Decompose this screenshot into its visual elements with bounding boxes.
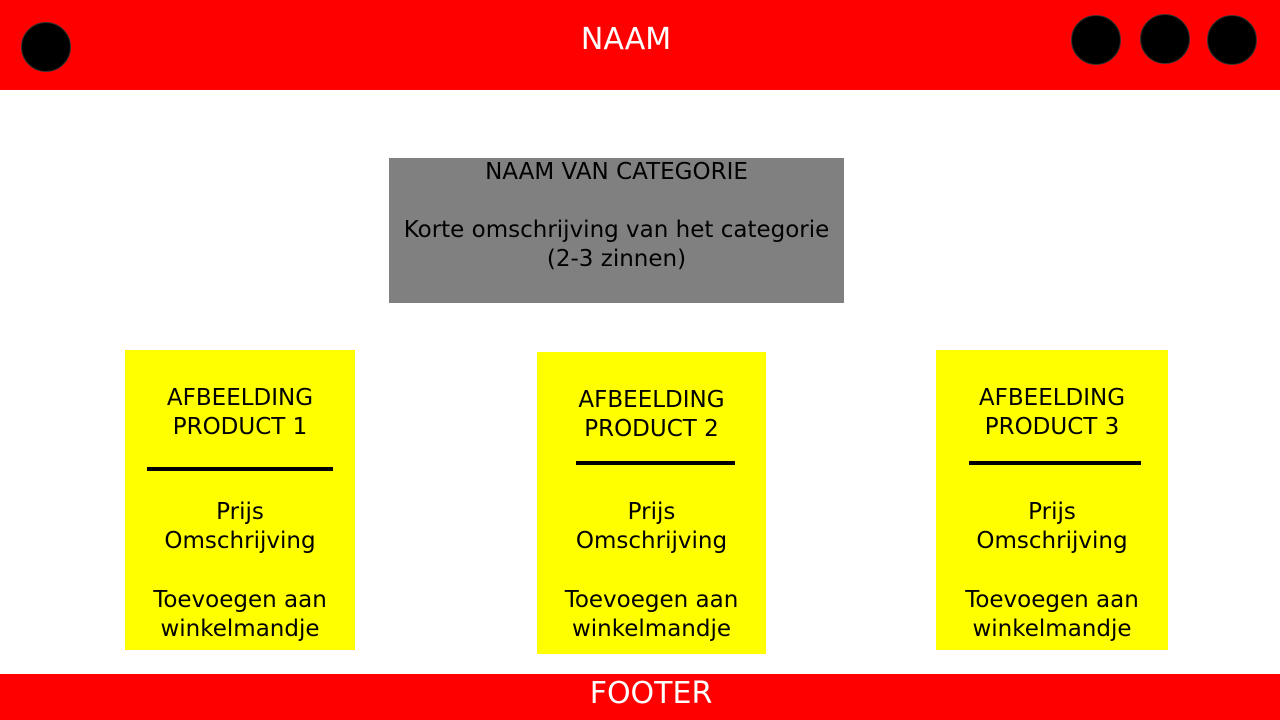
header-action-1-icon[interactable]: [1071, 15, 1121, 65]
product-description: Omschrijving: [575, 528, 728, 554]
product-description: Omschrijving: [164, 528, 316, 554]
footer: FOOTER: [0, 674, 1280, 720]
product-image-label-line1: AFBEELDING: [166, 385, 314, 411]
product-image-placeholder[interactable]: AFBEELDING PRODUCT 3: [936, 384, 1168, 442]
product-image-label-line2: PRODUCT 3: [984, 414, 1120, 440]
product-image-label-line1: AFBEELDING: [978, 385, 1126, 411]
category-description-line2: (2-3 zinnen): [546, 246, 687, 272]
product-image-label-line1: AFBEELDING: [578, 387, 725, 413]
product-image-label-line2: PRODUCT 1: [172, 414, 308, 440]
add-to-cart-label-line1: Toevoegen aan: [965, 587, 1139, 613]
product-price: Prijs: [627, 499, 676, 525]
add-to-cart-label-line2: winkelmandje: [571, 616, 732, 642]
header-action-3-icon[interactable]: [1207, 15, 1257, 65]
category-description: Korte omschrijving van het categorie (2-…: [389, 216, 844, 274]
header-action-2-icon[interactable]: [1140, 14, 1190, 64]
product-info: Prijs Omschrijving: [936, 498, 1168, 556]
product-card-3[interactable]: AFBEELDING PRODUCT 3 Prijs Omschrijving …: [936, 350, 1168, 650]
product-description: Omschrijving: [976, 528, 1128, 554]
category-description-line1: Korte omschrijving van het categorie: [403, 217, 830, 243]
product-image-label-line2: PRODUCT 2: [584, 416, 719, 442]
product-image-placeholder[interactable]: AFBEELDING PRODUCT 1: [125, 384, 355, 442]
add-to-cart-label-line2: winkelmandje: [972, 616, 1132, 642]
product-info: Prijs Omschrijving: [125, 498, 355, 556]
menu-circle-icon[interactable]: [21, 22, 71, 72]
add-to-cart-button[interactable]: Toevoegen aan winkelmandje: [936, 586, 1168, 644]
product-image-placeholder[interactable]: AFBEELDING PRODUCT 2: [537, 386, 766, 444]
footer-text: FOOTER: [589, 676, 713, 711]
product-price: Prijs: [1028, 499, 1076, 525]
card-divider: [147, 467, 333, 471]
add-to-cart-label-line1: Toevoegen aan: [153, 587, 327, 613]
add-to-cart-button[interactable]: Toevoegen aan winkelmandje: [537, 586, 766, 644]
category-title: NAAM VAN CATEGORIE: [485, 159, 748, 185]
card-divider: [576, 461, 735, 465]
card-divider: [969, 461, 1141, 465]
product-card-2[interactable]: AFBEELDING PRODUCT 2 Prijs Omschrijving …: [537, 352, 766, 654]
product-price: Prijs: [216, 499, 264, 525]
header: NAAM: [0, 0, 1280, 90]
page-title: NAAM: [580, 22, 672, 57]
add-to-cart-label-line1: Toevoegen aan: [564, 587, 739, 613]
product-card-1[interactable]: AFBEELDING PRODUCT 1 Prijs Omschrijving …: [125, 350, 355, 650]
add-to-cart-label-line2: winkelmandje: [160, 616, 320, 642]
category-banner: NAAM VAN CATEGORIE Korte omschrijving va…: [389, 158, 844, 303]
add-to-cart-button[interactable]: Toevoegen aan winkelmandje: [125, 586, 355, 644]
product-info: Prijs Omschrijving: [537, 498, 766, 556]
